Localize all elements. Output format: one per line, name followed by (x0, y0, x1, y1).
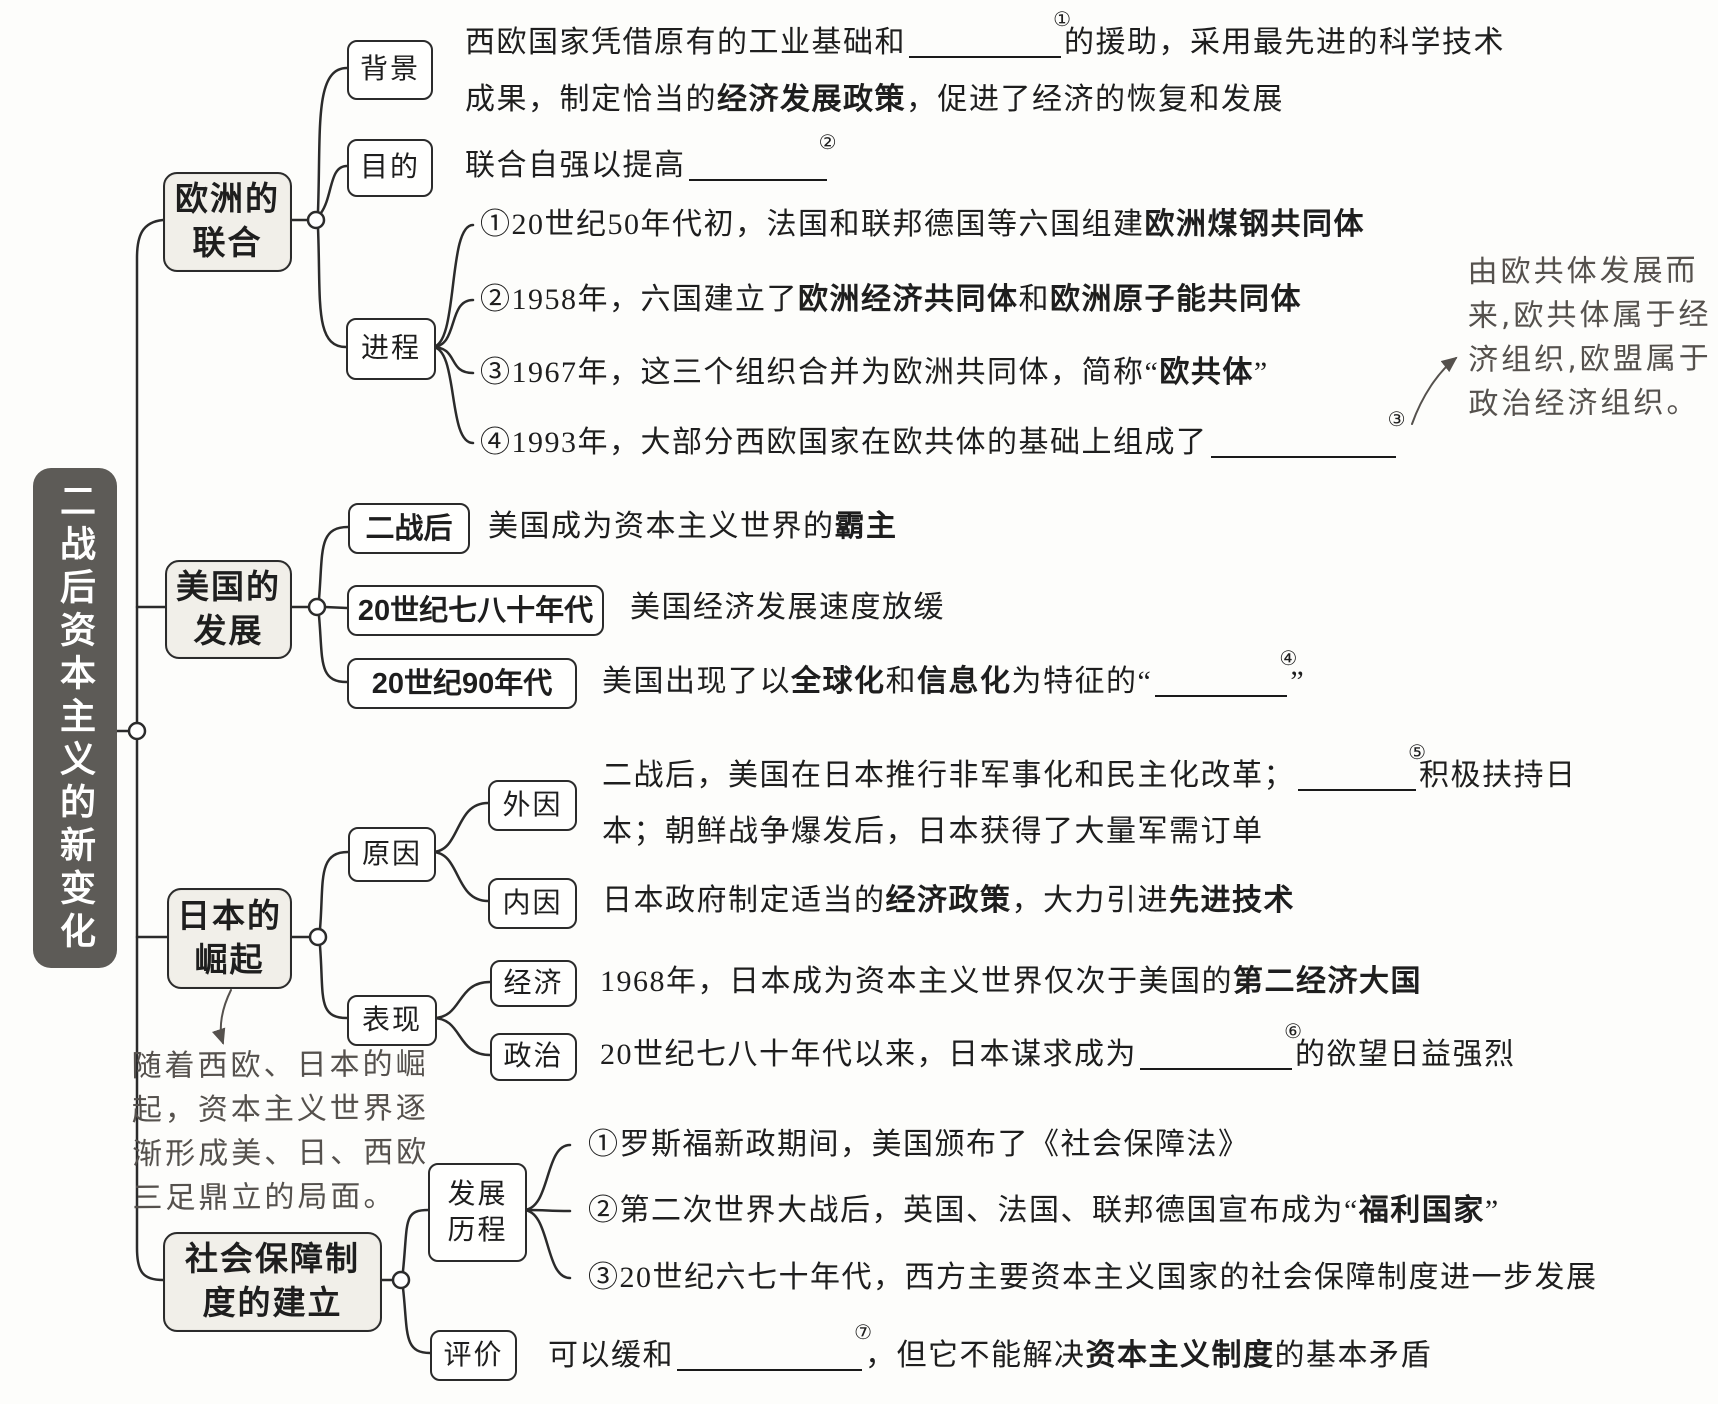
development-history-line2: 历程 (447, 1214, 508, 1246)
external-cause-line2: 本；朝鲜战争爆发后，日本获得了大量军需订单 (602, 815, 1264, 848)
blank-number: ⑦ (854, 1322, 872, 1344)
process-item-3: ③1967年，这三个组织合并为欧洲共同体，简称“欧共体” (480, 356, 1269, 389)
japan-annotation-line2: 起，资本主义世界逐 (131, 1090, 429, 1129)
process-item-1: ①20世纪50年代初，法国和联邦德国等六国组建欧洲煤钢共同体 (480, 208, 1365, 241)
usa-new-economy-text: 美国出现了以全球化和信息化为特征的“④” (602, 648, 1306, 698)
blank-number: ③ (1387, 409, 1406, 431)
japan-note-arrow (211, 989, 232, 1045)
japan-annotation-line4: 三足鼎立的局面。 (132, 1179, 397, 1217)
fill-in-blank: ⑥ (1140, 1022, 1302, 1070)
blank-number: ② (818, 132, 837, 154)
eu-annotation-line2: 来,欧共体属于经 (1467, 297, 1712, 334)
fill-in-blank: ③ (1210, 410, 1406, 458)
branch-social-line1: 社会保障制 (185, 1242, 360, 1278)
fill-in-blank: ④ (1155, 649, 1297, 697)
label-1990s: 20世纪90年代 (347, 658, 577, 709)
label-post-ww2: 二战后 (348, 503, 470, 554)
japan-annotation-line1: 随着西欧、日本的崛 (131, 1046, 429, 1085)
eu-note-arrow (1411, 356, 1458, 425)
eu-annotation: 由欧共体发展而 来,欧共体属于经 济组织,欧盟属于 政治经济组织。 (1467, 249, 1712, 427)
background-text-line2: 成果，制定恰当的经济发展政策，促进了经济的恢复和发展 (465, 83, 1284, 116)
branch-usa-development: 美国的 发展 (165, 560, 292, 659)
fill-in-blank: ⑤ (1298, 743, 1426, 791)
fill-in-blank: ⑦ (677, 1323, 872, 1371)
label-politics: 政治 (490, 1033, 577, 1081)
fill-in-blank: ① (909, 10, 1071, 58)
branch-social-line2: 度的建立 (202, 1286, 343, 1322)
label-background: 背景 (347, 40, 433, 100)
eu-annotation-line1: 由欧共体发展而 (1467, 253, 1699, 290)
eu-annotation-line4: 政治经济组织。 (1468, 385, 1700, 422)
history-item-2: ②第二次世界大战后，英国、法国、联邦德国宣布成为“福利国家” (588, 1194, 1500, 1227)
label-economy: 经济 (490, 960, 577, 1007)
branch-japan-line2: 崛起 (194, 942, 265, 979)
blank-number: ⑥ (1284, 1021, 1302, 1043)
branch-europe-line1: 欧洲的 (175, 182, 280, 218)
branch-japan-rise: 日本的 崛起 (167, 888, 292, 989)
blank-number: ④ (1279, 648, 1298, 670)
fill-in-blank: ② (688, 133, 837, 181)
label-purpose: 目的 (347, 139, 433, 197)
label-process: 进程 (346, 318, 436, 380)
blank-number: ⑤ (1408, 742, 1426, 764)
japan-annotation-line3: 渐形成美、日、西欧 (132, 1134, 430, 1173)
root-title: 二战后资本主义的新变化 (33, 468, 117, 968)
history-item-3: ③20世纪六七十年代，西方主要资本主义国家的社会保障制度进一步发展 (588, 1261, 1598, 1294)
usa-postwar-text: 美国成为资本主义世界的霸主 (488, 510, 898, 543)
eu-annotation-line3: 济组织,欧盟属于 (1468, 341, 1712, 378)
label-external-cause: 外因 (488, 780, 577, 831)
label-development-history: 发展 历程 (428, 1163, 527, 1262)
economy-text: 1968年，日本成为资本主义世界仅次于美国的第二经济大国 (600, 965, 1422, 998)
label-cause: 原因 (348, 827, 436, 882)
japan-annotation: 随着西欧、日本的崛 起，资本主义世界逐 渐形成美、日、西欧 三足鼎立的局面。 (131, 1043, 429, 1221)
branch-europe-union: 欧洲的 联合 (163, 172, 292, 272)
process-item-2: ②1958年，六国建立了欧洲经济共同体和欧洲原子能共同体 (480, 283, 1302, 316)
internal-cause-text: 日本政府制定适当的经济政策，大力引进先进技术 (602, 884, 1295, 917)
label-manifestation: 表现 (347, 995, 437, 1046)
branch-europe-line2: 联合 (192, 226, 263, 262)
blank-number: ① (1053, 9, 1071, 31)
label-internal-cause: 内因 (488, 878, 577, 929)
branch-japan-line1: 日本的 (177, 898, 282, 935)
label-evaluation: 评价 (430, 1330, 517, 1381)
usa-slowdown-text: 美国经济发展速度放缓 (630, 591, 945, 624)
history-item-1: ①罗斯福新政期间，美国颁布了《社会保障法》 (588, 1128, 1250, 1161)
branch-usa-line1: 美国的 (176, 569, 281, 606)
branch-usa-line2: 发展 (193, 613, 264, 650)
development-history-line1: 发展 (447, 1178, 508, 1210)
label-1970s-80s: 20世纪七八十年代 (347, 585, 604, 636)
branch-social-security: 社会保障制 度的建立 (163, 1232, 382, 1332)
